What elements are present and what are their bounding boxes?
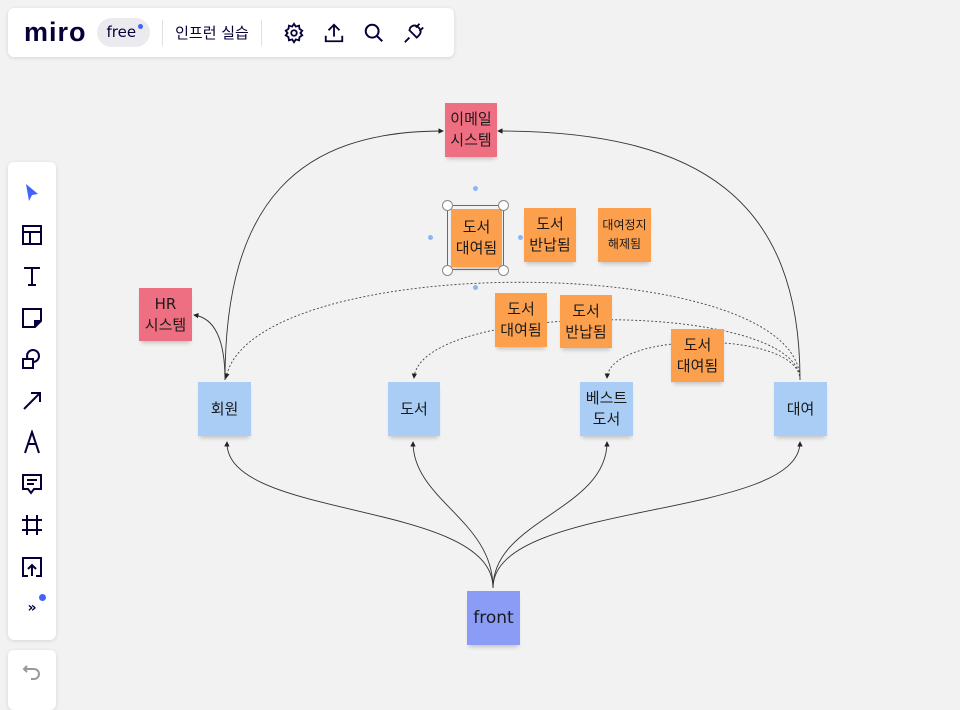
sticky-book[interactable]: 도서 (388, 382, 440, 436)
connect-point[interactable] (473, 285, 478, 290)
board-title[interactable]: 인프런 실습 (175, 24, 249, 42)
sticky-book-rented-selected[interactable]: 도서 대여됨 (451, 209, 502, 267)
sticky-note-tool[interactable] (17, 303, 47, 333)
pen-tool[interactable] (17, 427, 47, 457)
dotted-rental-best (604, 341, 801, 381)
connector-member-hr (193, 312, 226, 381)
connector-front-rental (492, 441, 803, 589)
chevrons-icon: » (27, 600, 37, 616)
search-icon[interactable] (361, 20, 387, 46)
sticky-best-book[interactable]: 베스트 도서 (580, 382, 633, 436)
plan-label: free (106, 23, 137, 41)
miro-logo[interactable]: miro (24, 17, 87, 47)
upload-icon[interactable] (321, 20, 347, 46)
undo-icon[interactable] (22, 664, 42, 710)
text-tool[interactable] (17, 261, 47, 291)
sticky-book-rented-3[interactable]: 도서 대여됨 (671, 329, 724, 382)
shapes-tool[interactable] (17, 344, 47, 374)
sticky-member[interactable]: 회원 (198, 382, 251, 436)
connector-member-email (224, 128, 444, 381)
resize-handle[interactable] (442, 200, 453, 211)
connect-point[interactable] (518, 235, 523, 240)
resize-handle[interactable] (442, 265, 453, 276)
sticky-book-rented-2[interactable]: 도서 대여됨 (495, 293, 547, 347)
plan-badge[interactable]: free (96, 18, 151, 47)
sticky-email-system[interactable]: 이메일 시스템 (445, 103, 497, 157)
arrow-tool[interactable] (17, 386, 47, 416)
top-bar: miro free 인프런 실습 (8, 8, 454, 57)
connect-point[interactable] (473, 186, 478, 191)
sticky-book-returned-2[interactable]: 도서 반납됨 (560, 295, 612, 348)
templates-tool[interactable] (17, 220, 47, 250)
connector-front-member (224, 441, 494, 589)
connect-point[interactable] (428, 235, 433, 240)
connector-front-best (492, 441, 610, 589)
notification-dot (138, 24, 144, 29)
resize-handle[interactable] (498, 200, 509, 211)
comment-tool[interactable] (17, 469, 47, 499)
sticky-rental[interactable]: 대여 (774, 382, 827, 436)
undo-panel (8, 650, 56, 710)
sticky-hr-system[interactable]: HR 시스템 (139, 288, 192, 341)
connector-rental-email (497, 128, 801, 381)
sticky-suspension-lifted[interactable]: 대여정지 해제됨 (598, 208, 651, 262)
connector-front-book (410, 441, 494, 589)
dotted-rental-book (411, 319, 801, 381)
selection-box (447, 205, 504, 270)
notification-dot (39, 594, 46, 601)
dotted-rental-member (224, 281, 801, 381)
upload-tool[interactable] (17, 552, 47, 582)
divider (162, 19, 164, 46)
frame-tool[interactable] (17, 510, 47, 540)
more-tools-button[interactable]: » (17, 593, 47, 623)
left-toolbar: » (8, 162, 56, 640)
resize-handle[interactable] (498, 265, 509, 276)
sticky-book-returned[interactable]: 도서 반납됨 (524, 208, 576, 262)
gear-icon[interactable] (281, 20, 307, 46)
select-tool[interactable] (17, 178, 47, 208)
divider (260, 19, 262, 46)
sticky-front[interactable]: front (467, 591, 520, 645)
plug-icon[interactable] (401, 20, 427, 46)
